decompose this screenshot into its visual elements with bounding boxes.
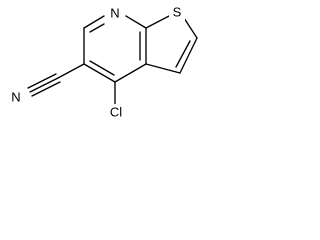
atom-label-s1: S (173, 4, 182, 19)
bond-c3a-c4 (114, 63, 147, 83)
atom-label-cl: Cl (110, 104, 122, 119)
atom-label-n7: N (110, 5, 119, 20)
bond-c4-c5 (83, 63, 116, 83)
chemical-structure-diagram: N S Cl N (7, 4, 198, 122)
bond-c3-c3a (145, 63, 181, 74)
bond-cn-triple-3 (31, 81, 61, 97)
bond-c6-n7 (83, 15, 105, 29)
bond-s1-c2 (183, 17, 198, 39)
bond-c4-c5-inner (89, 60, 115, 76)
bond-c2-c3 (179, 37, 198, 74)
bond-cn-triple-1 (29, 77, 59, 93)
atom-label-cyano-n: N (11, 89, 20, 104)
bond-n7-c7a (125, 15, 147, 29)
bond-c6-n7-inner (89, 23, 105, 33)
bond-c2-c3-inner (175, 40, 191, 68)
bonds (27, 15, 198, 106)
bond-cn-triple-2 (27, 73, 57, 89)
atom-labels: N S Cl N (7, 4, 185, 122)
bond-c7a-s1 (145, 15, 170, 29)
bond-c5-cn (57, 63, 85, 79)
